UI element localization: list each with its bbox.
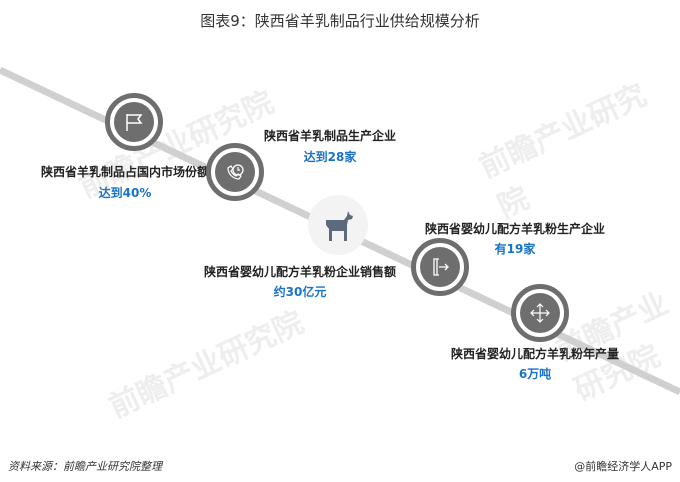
goat-node (308, 195, 368, 255)
item-value: 约30亿元 (273, 285, 327, 299)
item-label: 陕西省婴幼儿配方羊乳粉企业销售额 (203, 265, 396, 279)
item-value: 达到28家 (303, 150, 357, 164)
source-note: 资料来源：前瞻产业研究院整理 (8, 460, 162, 473)
item-value: 6万吨 (518, 367, 552, 381)
move-icon (530, 303, 550, 323)
item-label: 陕西省羊乳制品生产企业 (263, 129, 396, 143)
phone-clock-node (206, 143, 264, 201)
exit-icon (433, 258, 449, 276)
item-label: 陕西省羊乳制品占国内市场份额 (40, 165, 209, 179)
item-value: 有19家 (494, 242, 536, 256)
item-label: 陕西省婴幼儿配方羊乳粉生产企业 (424, 222, 605, 236)
exit-node (411, 238, 469, 296)
item-value: 达到40% (98, 186, 152, 200)
move-node (511, 284, 569, 342)
phone-clock-icon (227, 164, 244, 180)
chart-title: 图表9：陕西省羊乳制品行业供给规模分析 (200, 12, 480, 30)
flag-node (105, 93, 163, 151)
goat-icon (326, 211, 353, 241)
flag-icon (126, 114, 143, 131)
brand-credit: @前瞻经济学人APP (574, 460, 672, 473)
item-label: 陕西省婴幼儿配方羊乳粉年产量 (450, 347, 619, 361)
